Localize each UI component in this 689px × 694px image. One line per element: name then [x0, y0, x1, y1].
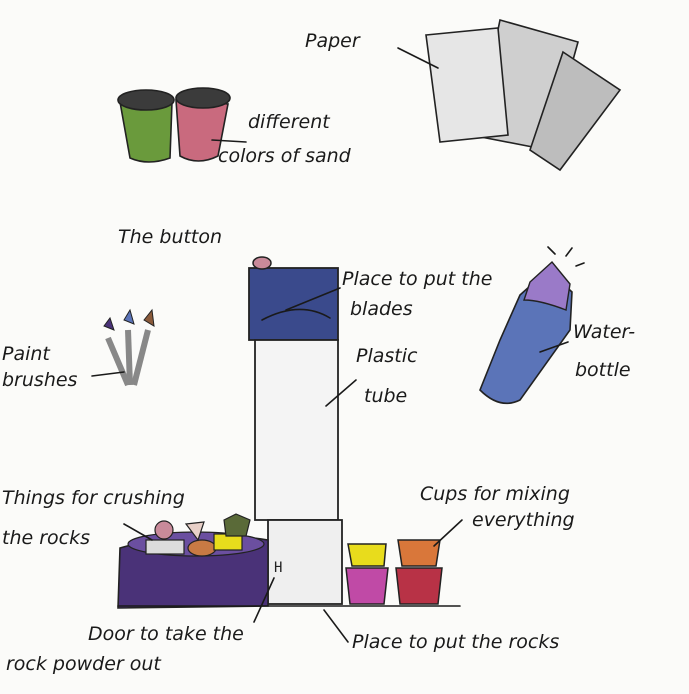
brushes-label-line1: Paint — [2, 343, 51, 365]
brush-handle-3 — [131, 329, 151, 386]
cup-magenta — [345, 567, 389, 605]
water-label-line1: Water- — [573, 321, 635, 343]
sand-label-line1: different — [248, 111, 331, 133]
brushes-label-line2: brushes — [2, 369, 78, 391]
paper-sheet-right — [529, 50, 622, 172]
water-pointer-line — [539, 341, 569, 353]
paint-brushes — [103, 308, 155, 387]
sand-label-line2: colors of sand — [218, 145, 352, 167]
rock-green — [223, 513, 251, 537]
rock-chamber — [267, 519, 343, 605]
crushing-label-line1: Things for crushing — [2, 487, 185, 509]
brush-handle-2 — [125, 329, 133, 386]
brush-tip-1 — [103, 316, 115, 331]
blade-shape — [261, 308, 331, 321]
brushes-pointer-line — [91, 371, 125, 377]
button-label: The button — [118, 226, 222, 248]
paper-sheet-front — [425, 27, 509, 143]
cups-label-line1: Cups for mixing — [420, 483, 570, 505]
rock-orange — [187, 539, 217, 557]
blades-label-line1: Place to put the — [342, 268, 492, 290]
bottle-cap — [523, 260, 571, 311]
sand-jars — [117, 87, 231, 163]
green-jar-lid — [117, 89, 175, 111]
blade-compartment — [248, 267, 339, 341]
pink-sand-jar — [175, 99, 229, 162]
rock-pink — [154, 520, 174, 540]
cup-red — [395, 567, 443, 605]
crushing-station — [117, 513, 269, 609]
cups-label-line2: everything — [472, 509, 575, 531]
plastic-tube — [254, 339, 339, 521]
cups-pointer-line — [433, 519, 463, 547]
water-label-line2: bottle — [575, 359, 631, 381]
mixing-cups — [345, 539, 443, 605]
crushing-plate — [145, 539, 185, 555]
door-hinge-mark: H — [274, 560, 282, 576]
paper-pointer-line — [397, 47, 439, 69]
door-label-line2: rock powder out — [6, 653, 162, 675]
rocks-pointer-line — [323, 609, 349, 643]
water-splash-1 — [547, 246, 556, 255]
paper-sheets — [425, 18, 622, 172]
cup-small — [184, 521, 205, 542]
water-bottle — [479, 246, 585, 405]
pink-jar-lid — [175, 87, 231, 109]
crusher-machine: H — [248, 256, 343, 605]
crushing-pointer-line — [123, 523, 153, 541]
machine-button — [252, 256, 272, 270]
brush-tip-2 — [123, 308, 135, 325]
blades-pointer-line — [285, 287, 341, 311]
rocks-label: Place to put the rocks — [352, 631, 559, 653]
crushing-label-line2: the rocks — [2, 527, 90, 549]
paper-label: Paper — [305, 30, 361, 52]
tube-label-line1: Plastic — [356, 345, 418, 367]
water-splash-2 — [565, 247, 573, 257]
green-sand-jar — [119, 101, 173, 163]
brush-tip-3 — [143, 308, 155, 327]
tube-pointer-line — [325, 379, 357, 407]
sand-pointer-line — [211, 139, 247, 143]
blades-label-line2: blades — [350, 298, 413, 320]
cup-yellow — [347, 543, 387, 567]
water-splash-3 — [575, 262, 585, 267]
brush-handle-1 — [105, 336, 131, 387]
door-label-line1: Door to take the — [88, 623, 244, 645]
door-pointer-line — [253, 577, 275, 623]
cup-orange — [397, 539, 441, 567]
tube-label-line2: tube — [364, 385, 407, 407]
